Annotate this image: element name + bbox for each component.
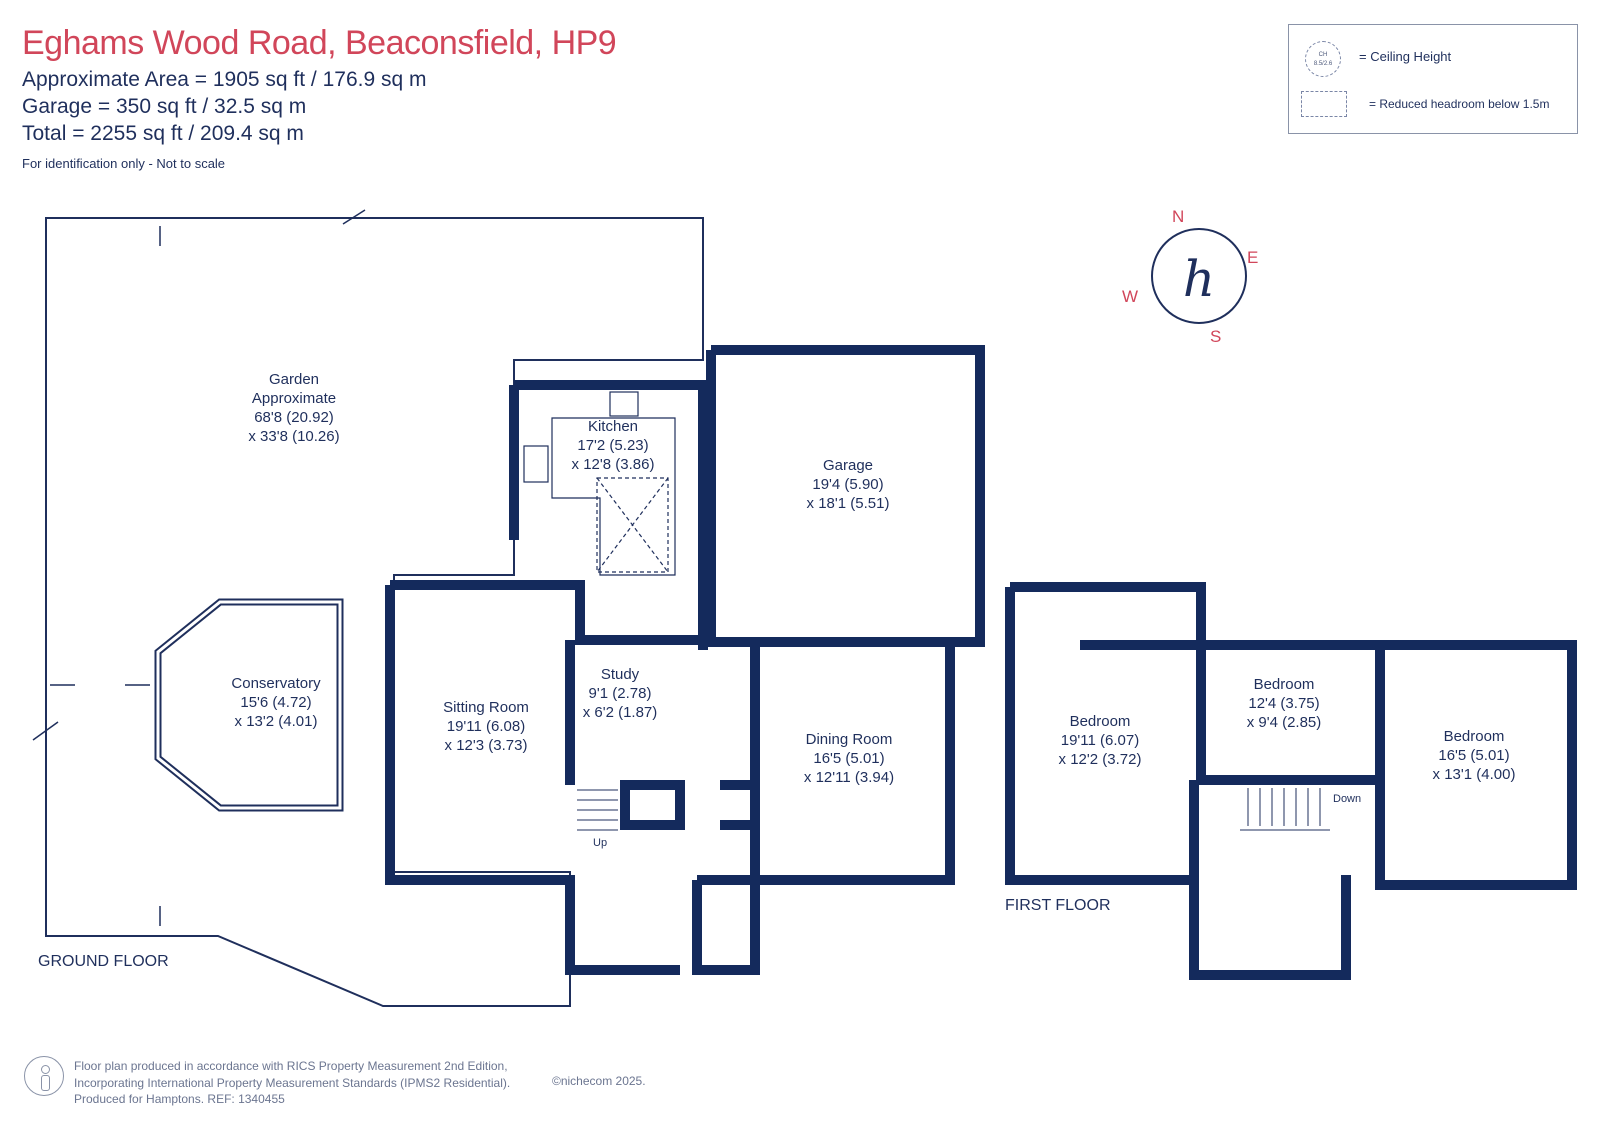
room-kitchen: Kitchen 17'2 (5.23) x 12'8 (3.86) — [572, 418, 655, 473]
first-stairs — [1240, 788, 1330, 831]
stairs-up-label: Up — [593, 837, 607, 849]
footer-line1: Floor plan produced in accordance with R… — [74, 1059, 508, 1073]
footer-line3: Produced for Hamptons. REF: 1340455 — [74, 1092, 285, 1106]
conservatory-name: Conservatory — [231, 675, 321, 692]
first-floor-label: FIRST FLOOR — [1005, 897, 1111, 914]
study-dim1: 9'1 (2.78) — [589, 685, 652, 702]
compass-east: E — [1247, 248, 1258, 267]
garage-dim2: x 18'1 (5.51) — [807, 495, 890, 512]
room-bedroom-3: Bedroom 16'5 (5.01) x 13'1 (4.00) — [1433, 728, 1516, 783]
identification-note: For identification only - Not to scale — [22, 156, 226, 171]
compass: h N E S W — [1122, 207, 1258, 346]
first-outer-top — [1010, 582, 1577, 890]
room-sitting: Sitting Room 19'11 (6.08) x 12'3 (3.73) — [443, 699, 529, 754]
dining-walls — [750, 645, 955, 885]
kitchen-walls — [514, 380, 708, 650]
ground-floor-walls — [385, 345, 985, 975]
ceiling-symbol-line2: 8.5/2.6 — [1313, 61, 1333, 67]
bedroom1-dim2: x 12'2 (3.72) — [1059, 751, 1142, 768]
sitting-walls — [385, 585, 680, 975]
garden-dim1: 68'8 (20.92) — [254, 409, 334, 426]
sitting-dim1: 19'11 (6.08) — [447, 718, 525, 735]
ceiling-height-label: = Ceiling Height — [1359, 49, 1452, 64]
study-name: Study — [601, 666, 640, 683]
ground-floor-label: GROUND FLOOR — [38, 953, 169, 970]
store-walls — [720, 780, 760, 830]
garden-outline — [45, 217, 704, 1007]
person-info-icon — [24, 1056, 64, 1096]
dining-dim1: 16'5 (5.01) — [813, 750, 884, 767]
room-dining: Dining Room 16'5 (5.01) x 12'11 (3.94) — [804, 731, 894, 786]
footer-line2: Incorporating International Property Mea… — [74, 1075, 511, 1090]
kitchen-name: Kitchen — [588, 418, 638, 435]
ceiling-height-icon: CH 8.5/2.6 — [1305, 41, 1341, 77]
dining-name: Dining Room — [806, 731, 893, 748]
sitting-dim2: x 12'3 (3.73) — [445, 737, 528, 754]
bedroom1-name: Bedroom — [1070, 713, 1131, 730]
room-garage: Garage 19'4 (5.90) x 18'1 (5.51) — [807, 457, 890, 512]
property-title: Eghams Wood Road, Beaconsfield, HP9 — [22, 24, 617, 62]
compass-ring — [1151, 228, 1247, 324]
garden-name: Garden — [269, 371, 319, 388]
dining-dim2: x 12'11 (3.94) — [804, 769, 894, 786]
kitchen-dim1: 17'2 (5.23) — [577, 437, 648, 454]
bedroom2-dim2: x 9'4 (2.85) — [1247, 714, 1322, 731]
first-floor-walls — [1005, 582, 1577, 980]
sitting-top-wall — [390, 580, 708, 650]
garage-name: Garage — [823, 457, 873, 474]
total-area: Total = 2255 sq ft / 209.4 sq m — [22, 122, 304, 145]
bedroom2-dim1: 12'4 (3.75) — [1248, 695, 1319, 712]
garden-line2: Approximate — [252, 390, 336, 407]
reduced-headroom-icon — [1301, 91, 1347, 117]
bedroom2-walls — [1196, 645, 1380, 785]
compass-south: S — [1210, 327, 1221, 346]
room-study: Study 9'1 (2.78) x 6'2 (1.87) — [583, 666, 658, 721]
room-bedroom-2: Bedroom 12'4 (3.75) x 9'4 (2.85) — [1247, 676, 1322, 731]
study-dim2: x 6'2 (1.87) — [583, 704, 658, 721]
sitting-name: Sitting Room — [443, 699, 529, 716]
garage-area: Garage = 350 sq ft / 32.5 sq m — [22, 95, 307, 118]
kitchen-dim2: x 12'8 (3.86) — [572, 456, 655, 473]
room-conservatory: Conservatory 15'6 (4.72) x 13'2 (4.01) — [231, 675, 321, 730]
kitchen-units — [523, 391, 676, 576]
bathroom-walls — [1189, 780, 1351, 980]
ceiling-symbol-line1: CH — [1318, 52, 1328, 58]
bedroom3-dim2: x 13'1 (4.00) — [1433, 766, 1516, 783]
room-garden: Garden Approximate 68'8 (20.92) x 33'8 (… — [248, 371, 339, 445]
wc-walls — [692, 875, 760, 975]
compass-north: N — [1172, 207, 1184, 226]
bedroom3-dim1: 16'5 (5.01) — [1438, 747, 1509, 764]
bedroom1-dim1: 19'11 (6.07) — [1061, 732, 1139, 749]
conservatory-dim1: 15'6 (4.72) — [240, 694, 311, 711]
approximate-area: Approximate Area = 1905 sq ft / 176.9 sq… — [22, 68, 427, 91]
stairs-down-label: Down — [1333, 793, 1361, 805]
copyright-text: ©nichecom 2025. — [552, 1074, 646, 1088]
garden-dim2: x 33'8 (10.26) — [248, 428, 339, 445]
compass-logo: h — [1183, 250, 1215, 308]
bedroom2-name: Bedroom — [1254, 676, 1315, 693]
reduced-headroom-label: = Reduced headroom below 1.5m — [1369, 97, 1550, 111]
conservatory-dim2: x 13'2 (4.01) — [235, 713, 318, 730]
footer-notes: Floor plan produced in accordance with R… — [74, 1058, 510, 1108]
room-bedroom-1: Bedroom 19'11 (6.07) x 12'2 (3.72) — [1059, 713, 1142, 768]
garage-dim1: 19'4 (5.90) — [812, 476, 883, 493]
bedroom3-name: Bedroom — [1444, 728, 1505, 745]
legend-box: CH 8.5/2.6 = Ceiling Height = Reduced he… — [1288, 24, 1578, 134]
garage-walls — [706, 345, 985, 647]
bedroom1-walls — [1005, 587, 1194, 885]
compass-west: W — [1122, 287, 1138, 306]
cupboard-walls — [620, 780, 685, 830]
ground-stairs — [577, 789, 618, 831]
